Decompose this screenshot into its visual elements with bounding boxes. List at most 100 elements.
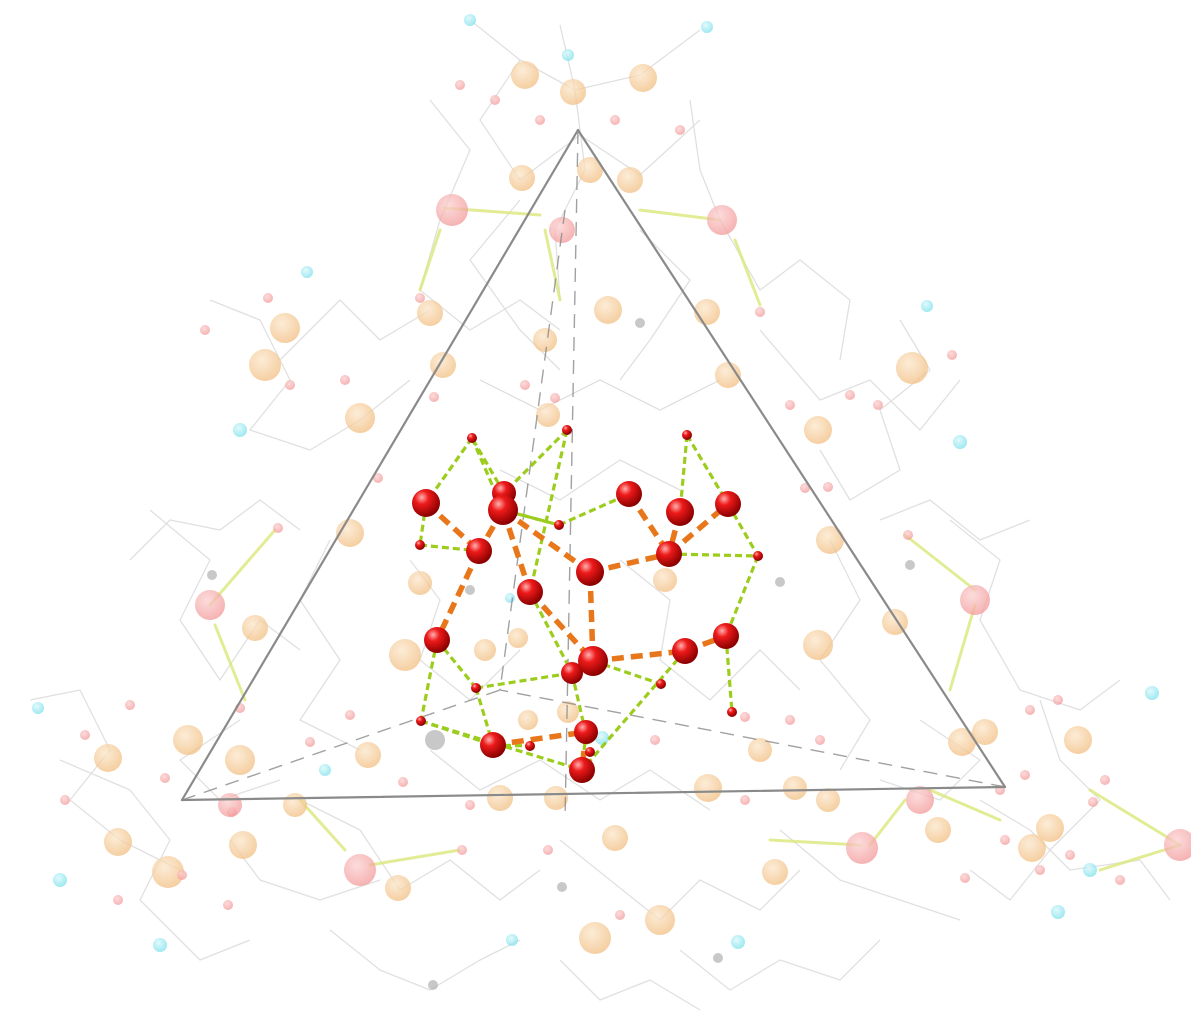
weak-hbond-9 — [685, 434, 730, 505]
framework-atom-metal-55 — [816, 526, 844, 554]
framework-atom-halogen-132 — [1145, 686, 1159, 700]
weak-hbond-12 — [724, 555, 760, 637]
framework-atom-metal-74 — [225, 745, 255, 775]
water-oxygen-o — [713, 623, 739, 649]
weak-hbond-7 — [528, 429, 569, 593]
framework-wire-25 — [429, 749, 711, 811]
framework-atom-oxygen-30 — [755, 307, 765, 317]
water-cluster-oxygens — [412, 425, 763, 783]
weak-hbond-10 — [726, 503, 760, 557]
framework-atom-metal-25 — [533, 328, 557, 352]
framework-wire-30 — [559, 959, 701, 1011]
framework-hydrogen-bonds — [208, 206, 1182, 872]
framework-wire-31 — [129, 499, 301, 561]
weak-hbond-2 — [418, 502, 428, 546]
weak-hbond-17 — [475, 671, 573, 690]
framework-atom-carbon-105 — [557, 882, 567, 892]
framework-atom-metal-32 — [715, 362, 741, 388]
framework-atom-oxygen-29 — [415, 293, 425, 303]
framework-atom-oxygen-16 — [707, 205, 737, 235]
framework-hbond-1 — [418, 228, 442, 292]
framework-atom-oxygen-18 — [263, 293, 273, 303]
framework-atom-metal-4 — [560, 79, 586, 105]
water-oxygen-i — [715, 491, 741, 517]
framework-atom-oxygen-71 — [80, 730, 90, 740]
framework-atom-oxygen-141 — [785, 715, 795, 725]
tetrahedron-edges — [180, 128, 1007, 802]
framework-atom-metal-82 — [229, 831, 257, 859]
framework-atom-metal-114 — [816, 788, 840, 812]
framework-wire-6 — [279, 299, 431, 361]
framework-atom-oxygen-48 — [800, 483, 810, 493]
strong-hbond-5 — [587, 571, 596, 662]
framework-atom-carbon-52 — [207, 570, 217, 580]
framework-atom-oxygen-97 — [457, 845, 467, 855]
framework-atom-oxygen-46 — [845, 390, 855, 400]
framework-atom-carbon-103 — [713, 953, 723, 963]
framework-atom-metal-26 — [594, 296, 622, 324]
framework-atom-metal-13 — [617, 167, 643, 193]
framework-wire-14 — [979, 799, 1171, 901]
framework-atom-oxygen-49 — [823, 482, 833, 492]
weak-hbond-11 — [668, 552, 759, 558]
weak-hbond-19 — [580, 649, 687, 772]
framework-atom-oxygen-23 — [285, 380, 295, 390]
framework-atom-oxygen-119 — [960, 873, 970, 883]
framework-atom-oxygen-139 — [650, 735, 660, 745]
framework-atom-metal-68 — [508, 628, 528, 648]
water-oxygen-f — [517, 579, 543, 605]
framework-atom-metal-108 — [487, 785, 513, 811]
framework-atom-halogen-69 — [32, 702, 44, 714]
framework-wire-34 — [619, 229, 691, 381]
weak-hbond-24 — [528, 591, 574, 674]
framework-wire-7 — [819, 319, 931, 501]
framework-wire-22 — [619, 559, 801, 701]
framework-atom-oxygen-58 — [960, 585, 990, 615]
framework-atom-oxygen-45 — [873, 400, 883, 410]
hydrogen-site-s11 — [525, 741, 535, 751]
water-oxygen-m — [578, 646, 608, 676]
hydrogen-site-s5 — [554, 520, 564, 530]
framework-atom-oxygen-53 — [195, 590, 225, 620]
framework-wire-20 — [779, 829, 961, 921]
framework-atom-halogen-2 — [562, 49, 574, 61]
framework-wire-28 — [179, 719, 281, 801]
framework-atom-metal-27 — [694, 299, 720, 325]
framework-atom-carbon-96 — [425, 730, 445, 750]
strong-hbond-8 — [434, 549, 482, 642]
framework-atom-metal-92 — [385, 875, 411, 901]
framework-atom-metal-24 — [417, 300, 443, 326]
framework-atom-halogen-85 — [153, 938, 167, 952]
tetrahedron-edge-0 — [180, 128, 580, 802]
framework-atom-halogen-0 — [464, 14, 476, 26]
framework-atom-oxygen-37 — [429, 392, 439, 402]
framework-atom-metal-63 — [653, 568, 677, 592]
weak-hbond-6 — [502, 428, 569, 495]
framework-atom-halogen-22 — [233, 423, 247, 437]
hydrogen-site-s6 — [753, 551, 763, 561]
hydrogen-site-s10 — [727, 707, 737, 717]
framework-atom-metal-11 — [509, 165, 535, 191]
framework-hbond-8 — [948, 603, 977, 692]
framework-atom-metal-121 — [972, 719, 998, 745]
framework-atom-oxygen-76 — [160, 773, 170, 783]
framework-hbond-9 — [298, 798, 347, 852]
water-oxygen-q — [574, 720, 598, 744]
framework-atom-halogen-78 — [53, 873, 67, 887]
framework-hbond-5 — [208, 528, 277, 607]
tetrahedron-edge-1 — [576, 128, 1007, 789]
framework-hbond-4 — [733, 238, 762, 307]
framework-atom-carbon-28 — [635, 318, 645, 328]
framework-atom-metal-80 — [152, 856, 184, 888]
framework-atom-metal-118 — [925, 817, 951, 843]
framework-atom-oxygen-93 — [305, 737, 315, 747]
framework-atom-carbon-104 — [428, 980, 438, 990]
water-oxygen-g — [616, 481, 642, 507]
framework-atom-metal-43 — [804, 416, 832, 444]
water-oxygen-j — [656, 541, 682, 567]
strong-hbond-9 — [527, 590, 596, 663]
framework-atom-halogen-89 — [319, 764, 331, 776]
framework-atom-metal-145 — [557, 701, 579, 723]
framework-atom-oxygen-40 — [947, 350, 957, 360]
framework-atom-metal-12 — [577, 157, 603, 183]
